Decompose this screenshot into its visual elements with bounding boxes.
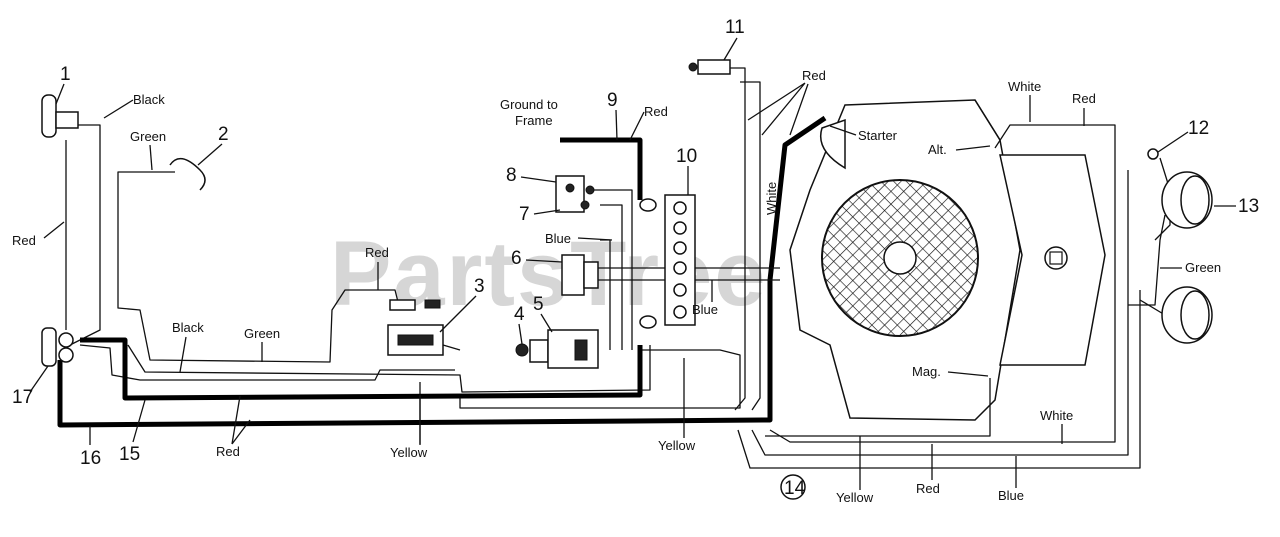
callout-numbers: 1 2 3 4 5 6 7 8 9 10 11 12 13 14 15 16 1… bbox=[12, 17, 1259, 499]
part-13-headlights bbox=[1161, 171, 1213, 344]
part-10-panel bbox=[639, 194, 696, 329]
label-yellow-mid: Yellow bbox=[658, 438, 696, 453]
callout-15: 15 bbox=[119, 444, 140, 465]
label-ground-1: Ground to bbox=[500, 97, 558, 112]
label-yellow-bottom: Yellow bbox=[390, 445, 428, 460]
label-mag: Mag. bbox=[912, 364, 941, 379]
label-white-right: White bbox=[1040, 408, 1073, 423]
engine bbox=[789, 99, 1106, 421]
callout-6: 6 bbox=[511, 248, 522, 269]
label-alt: Alt. bbox=[928, 142, 947, 157]
callout-16: 16 bbox=[80, 448, 101, 469]
label-blue-right: Blue bbox=[998, 488, 1024, 503]
callout-3: 3 bbox=[474, 276, 485, 297]
callout-9: 9 bbox=[607, 90, 618, 111]
label-blue-7: Blue bbox=[545, 231, 571, 246]
inline-fuse bbox=[389, 299, 441, 311]
callout-8: 8 bbox=[506, 165, 517, 186]
callout-11: 11 bbox=[725, 17, 745, 38]
label-red-11: Red bbox=[802, 68, 826, 83]
callout-5: 5 bbox=[533, 294, 544, 315]
label-red-top: Red bbox=[1072, 91, 1096, 106]
callout-1: 1 bbox=[60, 64, 71, 85]
part-17-switch bbox=[41, 327, 74, 367]
wiring bbox=[57, 67, 1171, 469]
label-white-vertical: White bbox=[764, 182, 779, 215]
label-yellow-right: Yellow bbox=[836, 490, 874, 505]
callout-17: 17 bbox=[12, 387, 33, 408]
label-green-2: Green bbox=[130, 129, 166, 144]
flywheel-screen bbox=[821, 179, 979, 337]
part-11-plug bbox=[688, 59, 731, 75]
part-1-light bbox=[41, 94, 79, 138]
label-white-top: White bbox=[1008, 79, 1041, 94]
label-green-right: Green bbox=[1185, 260, 1221, 275]
part-7-8-switches bbox=[555, 175, 595, 213]
callout-2: 2 bbox=[218, 124, 229, 145]
label-red-left: Red bbox=[12, 233, 36, 248]
callout-14-circle bbox=[780, 474, 806, 500]
callout-14: 14 bbox=[784, 478, 806, 499]
part-12-connector bbox=[1147, 148, 1159, 160]
callout-7: 7 bbox=[519, 204, 530, 225]
label-black-mid: Black bbox=[172, 320, 204, 335]
part-2-connector bbox=[169, 157, 206, 191]
callout-12: 12 bbox=[1188, 118, 1209, 139]
label-red-mid: Red bbox=[365, 245, 389, 260]
label-green-mid: Green bbox=[244, 326, 280, 341]
label-red-bottom: Red bbox=[216, 444, 240, 459]
label-ground-2: Frame bbox=[515, 113, 553, 128]
part-6-switch bbox=[561, 254, 599, 296]
callout-4: 4 bbox=[514, 304, 525, 325]
callout-13: 13 bbox=[1238, 196, 1259, 217]
label-black-1: Black bbox=[133, 92, 165, 107]
label-starter: Starter bbox=[858, 128, 898, 143]
part-5-switch bbox=[547, 329, 599, 369]
part-4-key bbox=[515, 339, 549, 363]
label-blue-6: Blue bbox=[692, 302, 718, 317]
wire-labels: Black Green Red Red Black Green Red Yell… bbox=[12, 68, 1221, 505]
callout-10: 10 bbox=[676, 146, 697, 167]
label-red-right: Red bbox=[916, 481, 940, 496]
part-3-switch bbox=[387, 324, 461, 356]
label-red-9: Red bbox=[644, 104, 668, 119]
